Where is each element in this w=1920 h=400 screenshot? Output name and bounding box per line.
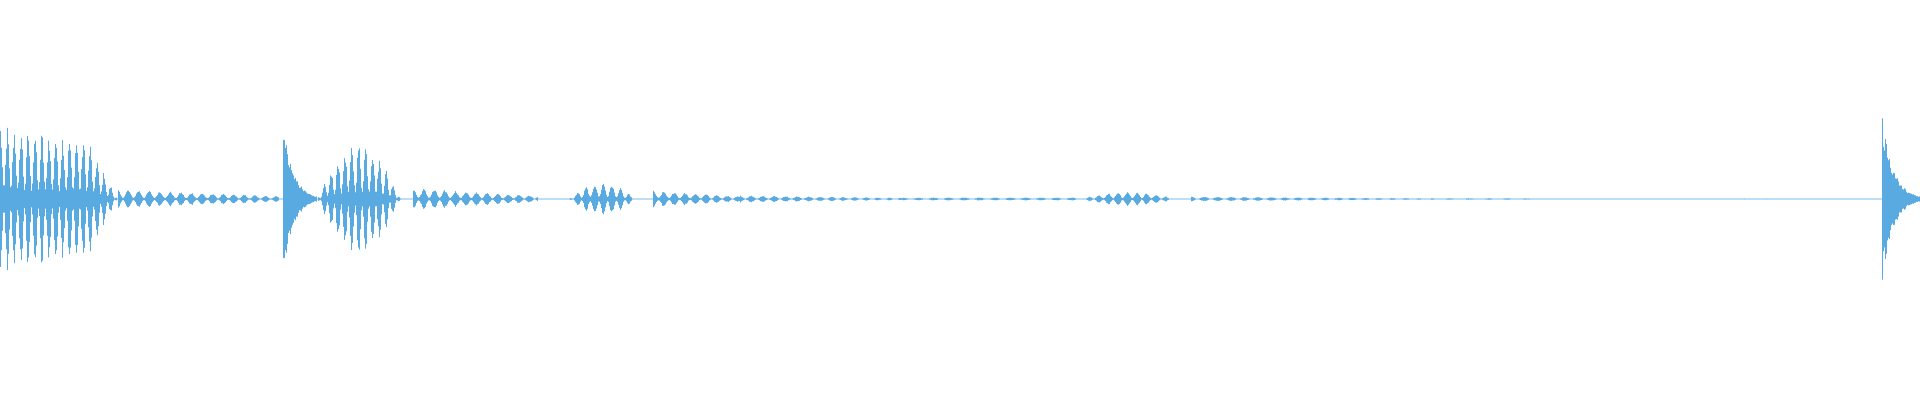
waveform-samples [0, 118, 1920, 280]
waveform-path [0, 118, 1920, 280]
